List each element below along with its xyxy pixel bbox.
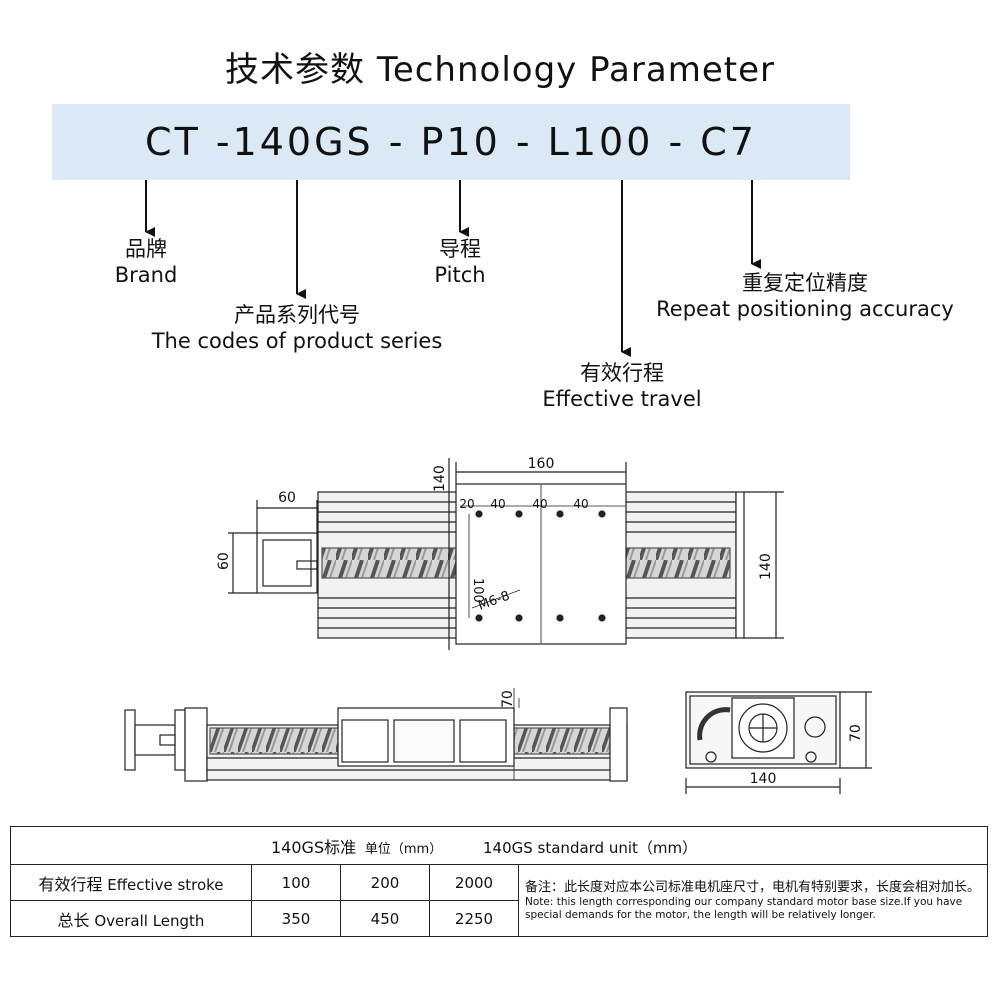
dim-carriage-width: 160 (528, 456, 555, 472)
dim-motor-height: 60 (216, 552, 232, 570)
dim-hole-b: 40 (490, 497, 505, 511)
spec-table: 140GS标准 单位（mm） 140GS standard unit（mm） 有… (10, 826, 988, 937)
dim-hole-c: 40 (532, 497, 547, 511)
brand-label: 品牌 Brand (96, 236, 196, 288)
top-view (228, 458, 784, 650)
code-arrows (145, 180, 761, 357)
table-note: 备注：此长度对应本公司标准电机座尺寸，电机有特别要求，长度会相对加长。 Note… (518, 864, 988, 937)
model-code-bar (52, 104, 850, 180)
dim-end-height: 70 (848, 724, 864, 742)
pitch-label-en: Pitch (434, 263, 486, 287)
brand-label-cn: 品牌 (125, 237, 167, 261)
header-cn: 140GS标准 (271, 837, 357, 857)
row1-value-2: 200 (340, 864, 430, 901)
dim-body-height: 140 (758, 553, 774, 580)
table-row: 有效行程 Effective stroke 100 200 2000 备注：此长… (10, 864, 988, 937)
header-en: 140GS standard unit（mm） (483, 838, 698, 857)
accuracy-label-cn: 重复定位精度 (742, 271, 868, 295)
dim-motor-offset: 60 (278, 490, 296, 506)
dim-top-height: 140 (432, 465, 448, 492)
dim-hole-d: 40 (573, 497, 588, 511)
dim-hole-a: 20 (459, 497, 474, 511)
row1-label: 有效行程 Effective stroke (10, 864, 252, 901)
row2-value-2: 450 (340, 900, 430, 937)
series-label: 产品系列代号 The codes of product series (147, 302, 447, 354)
series-label-en: The codes of product series (151, 329, 443, 353)
table-header-row: 140GS标准 单位（mm） 140GS standard unit（mm） (10, 826, 988, 865)
pitch-label: 导程 Pitch (410, 236, 510, 288)
dim-hole-vertical: 100 (470, 578, 485, 603)
row1-label-cn: 有效行程 (38, 874, 103, 894)
row2-label: 总长 Overall Length (10, 900, 252, 937)
header-unit: 单位（mm） (364, 841, 443, 857)
side-view (124, 688, 628, 782)
row1-value-3: 2000 (429, 864, 519, 901)
model-code: CT -140GS - P10 - L100 - C7 (145, 120, 757, 164)
travel-label-en: Effective travel (542, 387, 702, 411)
accuracy-label-en: Repeat positioning accuracy (656, 297, 954, 321)
table-header: 140GS标准 单位（mm） 140GS standard unit（mm） (10, 826, 988, 865)
series-label-cn: 产品系列代号 (234, 303, 360, 327)
row2-label-en: Overall Length (94, 911, 205, 930)
page-title: 技术参数 Technology Parameter (225, 50, 775, 90)
dim-end-width: 140 (750, 771, 777, 787)
dim-side-height: 70 (500, 690, 516, 708)
travel-label: 有效行程 Effective travel (522, 360, 722, 412)
brand-label-en: Brand (114, 263, 178, 287)
accuracy-label: 重复定位精度 Repeat positioning accuracy (630, 270, 980, 322)
mount-holes (475, 510, 606, 622)
technical-drawing: 140 160 60 60 20 40 40 40 100 M6-8 140 7… (124, 456, 872, 794)
table-row: 总长 Overall Length 350 450 2250 (10, 900, 988, 937)
row2-value-3: 2250 (429, 900, 519, 937)
note-en: Note: this length corresponding our comp… (525, 896, 963, 921)
row2-label-cn: 总长 (57, 910, 90, 930)
row1-value-1: 100 (251, 864, 341, 901)
note-cn: 备注：此长度对应本公司标准电机座尺寸，电机有特别要求，长度会相对加长。 (525, 880, 981, 895)
travel-label-cn: 有效行程 (580, 361, 664, 385)
pitch-label-cn: 导程 (439, 237, 481, 261)
end-view (685, 691, 872, 794)
row1-label-en: Effective stroke (107, 875, 224, 894)
row2-value-1: 350 (251, 900, 341, 937)
